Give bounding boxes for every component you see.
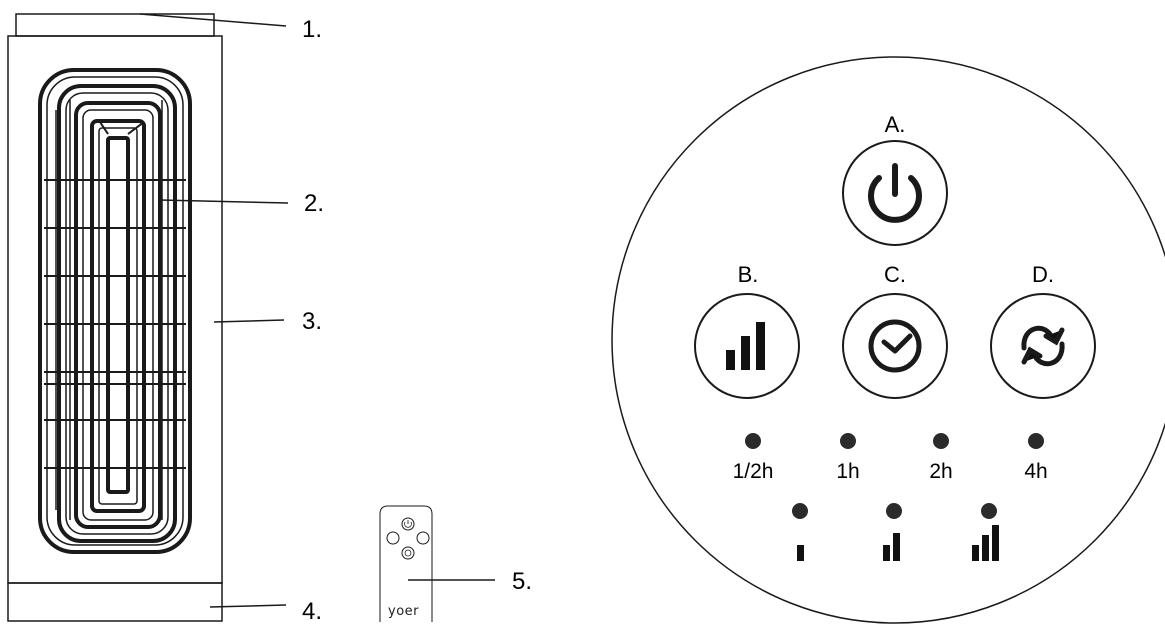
label-d: D. <box>1032 262 1054 287</box>
remote-brand-logo: yoer <box>388 604 419 619</box>
front-grille <box>38 68 192 554</box>
speed-3-icon <box>972 525 999 561</box>
timer-label-1h: 1h <box>836 460 860 483</box>
remote-body <box>379 505 433 622</box>
control-panel-outline <box>611 56 1165 624</box>
remote-timer-button <box>401 546 415 560</box>
timer-led-1h <box>840 433 856 449</box>
speed-1-icon <box>797 545 804 561</box>
fan-base <box>7 582 223 622</box>
remote-oscillation-button <box>416 531 430 545</box>
power-icon <box>868 163 922 223</box>
timer-indicator-dots <box>745 433 1044 449</box>
speed-bars-icon <box>726 322 765 370</box>
speed-indicator-dots <box>792 503 997 519</box>
timer-label-2h: 2h <box>929 460 953 483</box>
callout-2-grille: 2. <box>304 190 325 217</box>
remote-control <box>379 505 495 622</box>
oscillation-arrows-icon <box>1021 325 1065 367</box>
speed-led-2 <box>886 503 902 519</box>
speed-2-icon <box>883 533 900 561</box>
timer-button[interactable] <box>842 293 948 399</box>
speed-led-1 <box>792 503 808 519</box>
timer-label-4h: 4h <box>1024 460 1048 483</box>
callout-leader-lines <box>139 13 289 608</box>
callout-1-top-cap: 1. <box>302 16 323 43</box>
power-button[interactable] <box>842 140 948 246</box>
timer-led-half-hour <box>745 433 761 449</box>
remote-speed-button <box>386 531 400 545</box>
callout-3-housing: 3. <box>302 308 323 335</box>
speed-button[interactable] <box>694 293 800 399</box>
timer-led-4h <box>1028 433 1044 449</box>
label-b: B. <box>737 262 759 287</box>
remote-power-button <box>401 517 415 531</box>
label-c: C. <box>884 262 906 287</box>
speed-led-3 <box>981 503 997 519</box>
timer-label-half-hour: 1/2h <box>732 460 774 483</box>
callout-4-base: 4. <box>302 598 323 625</box>
grille-vertical-bars <box>55 100 177 520</box>
label-a: A. <box>884 112 906 137</box>
control-panel <box>611 56 1165 624</box>
timer-led-2h <box>933 433 949 449</box>
timer-clock-icon <box>868 319 922 373</box>
tower-fan <box>7 13 289 622</box>
oscillation-button[interactable] <box>990 293 1096 399</box>
callout-5-remote: 5. <box>512 568 533 595</box>
